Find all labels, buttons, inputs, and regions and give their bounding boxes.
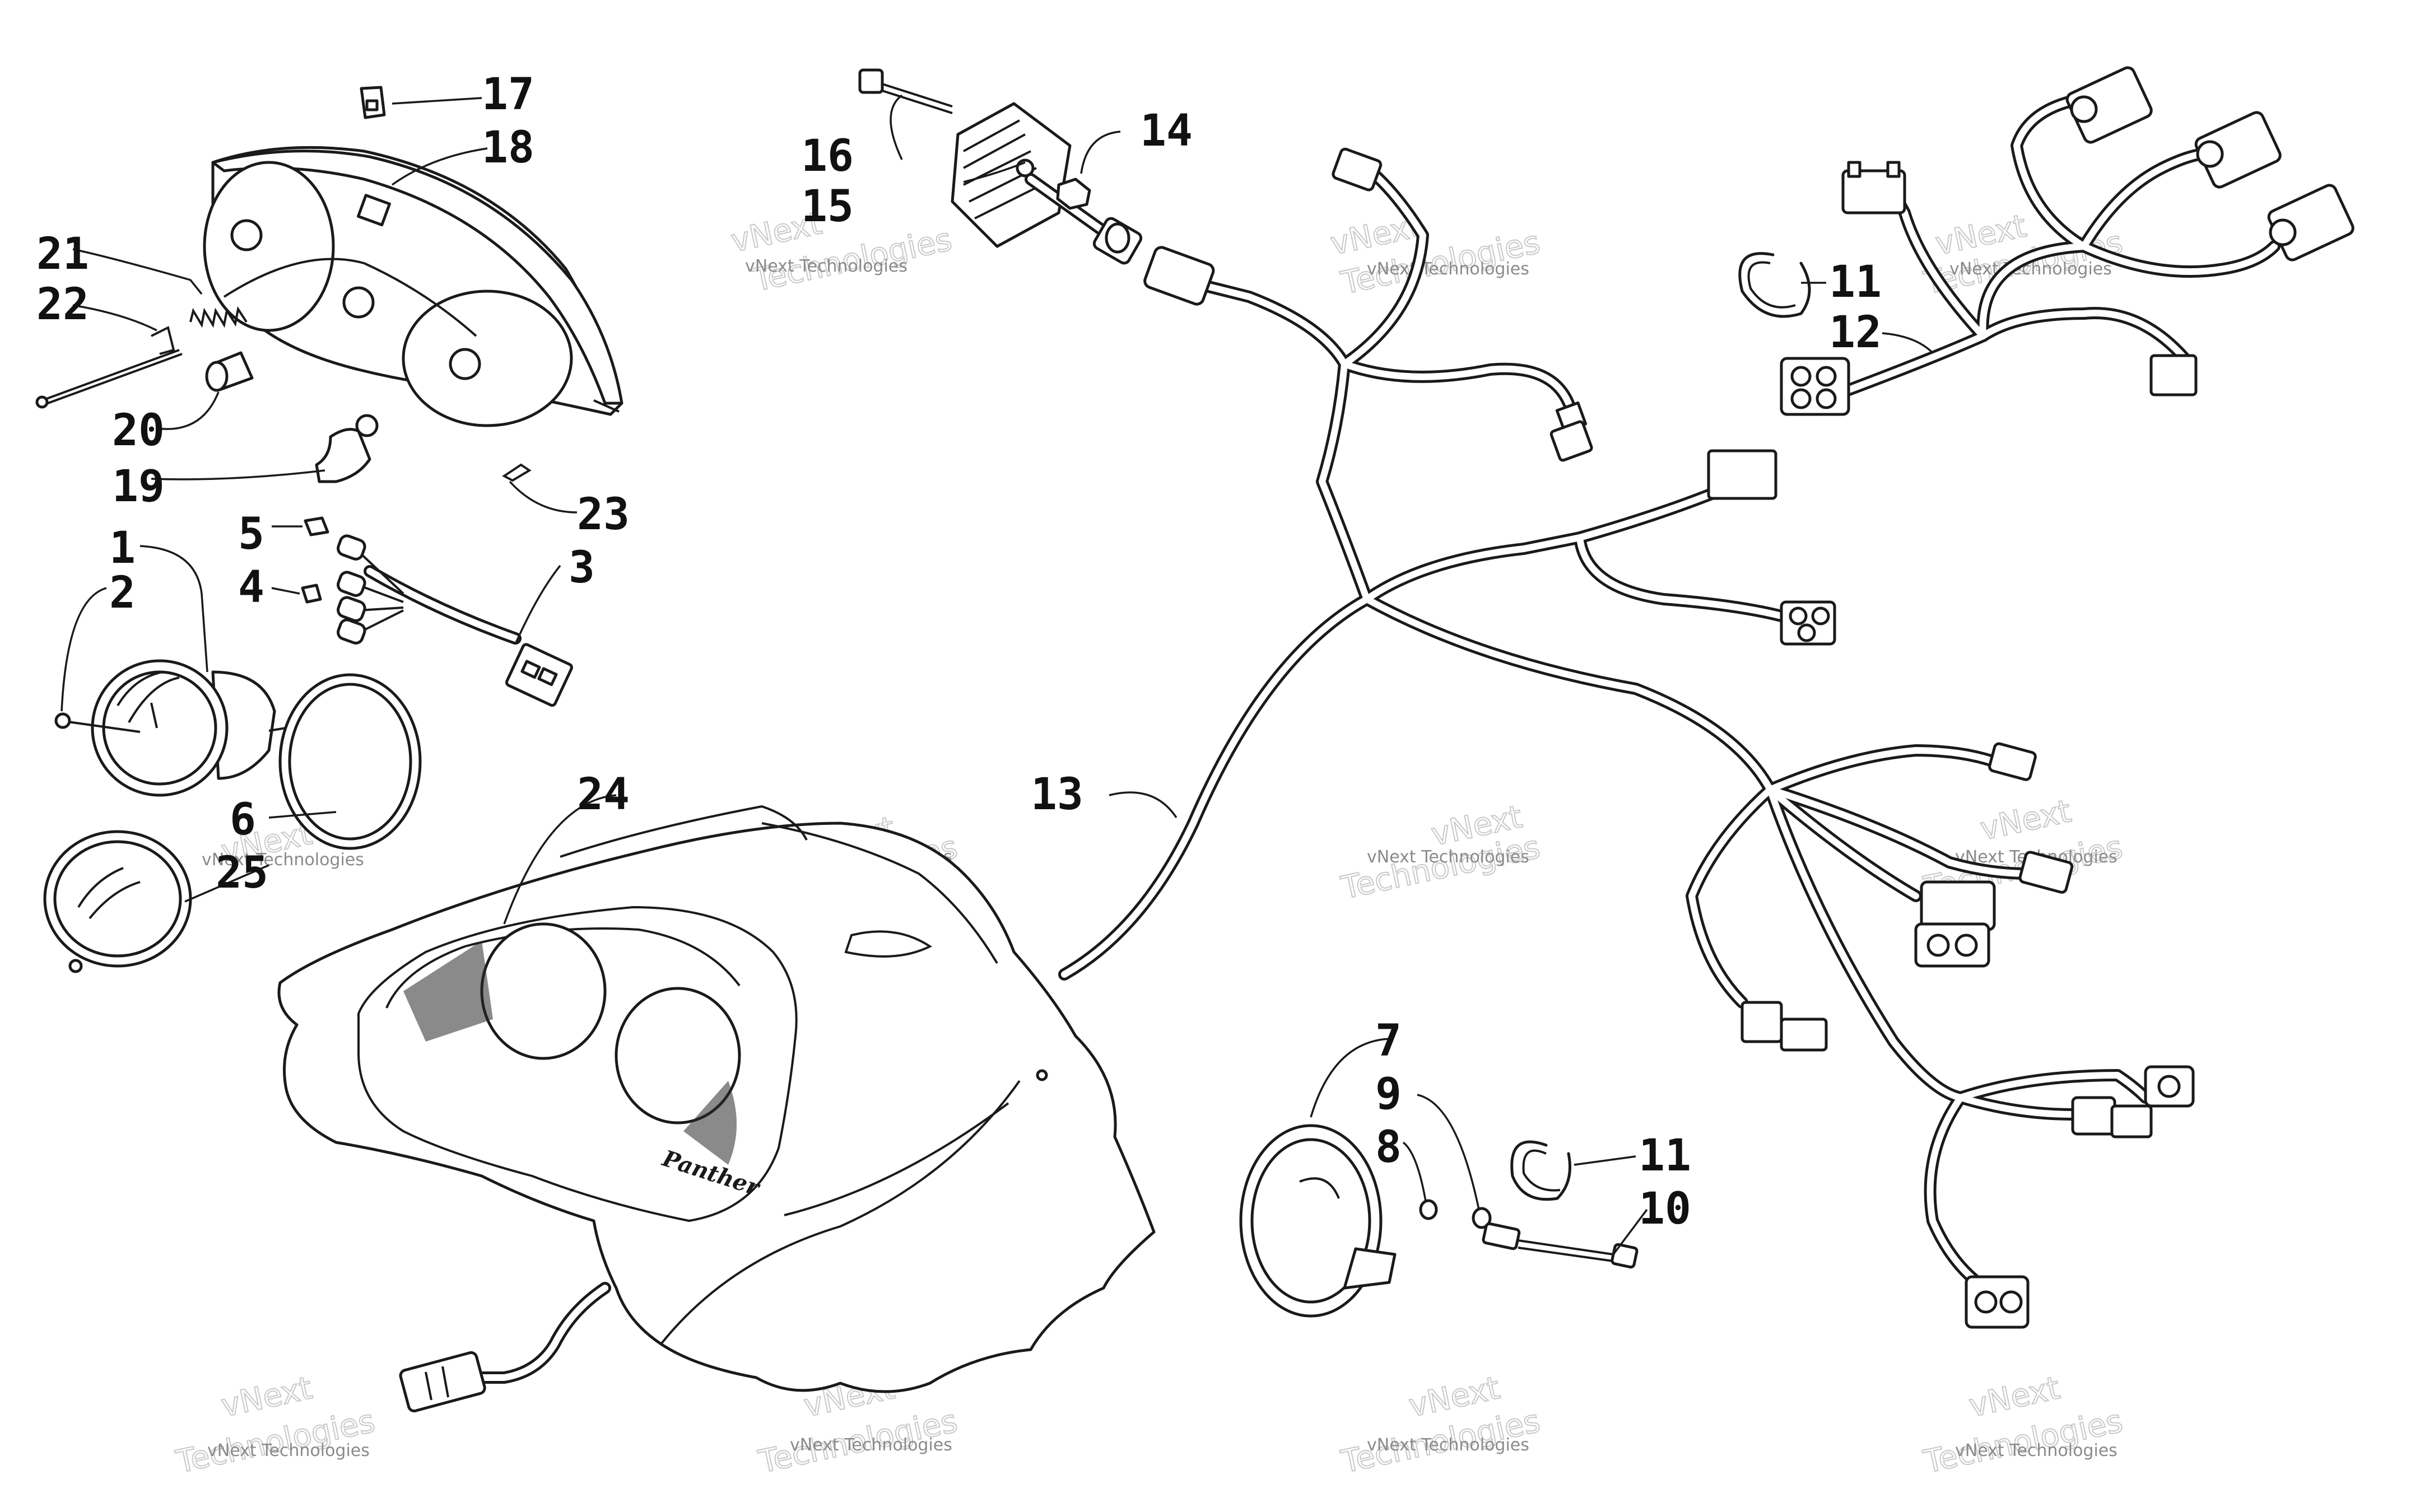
callout-4: 4: [238, 562, 264, 613]
leader-lines: [61, 94, 1934, 1256]
callout-1: 1: [109, 523, 136, 573]
callout-2: 2: [109, 568, 136, 618]
dash-console: Panther: [277, 805, 1156, 1393]
bulb-4: [301, 584, 322, 604]
watermark-11: vNext Technologies vNext Technologies: [1337, 1369, 1543, 1481]
callout-17: 17: [482, 69, 534, 120]
callout-25: 25: [216, 848, 268, 898]
svg-text:vNext Technologies: vNext Technologies: [790, 1435, 952, 1455]
callout-3: 3: [569, 543, 595, 593]
svg-text:vNext Technologies: vNext Technologies: [207, 1441, 370, 1460]
sub-harness: [1780, 66, 2354, 416]
callout-10: 10: [1639, 1184, 1691, 1234]
watermark-7: vNext Technologies vNext Technologies: [1337, 798, 1543, 907]
instrument-harness: [337, 534, 573, 707]
svg-text:vNext: vNext: [1977, 793, 2074, 848]
gauge-washer: [1419, 1199, 1438, 1220]
callout-7: 7: [1375, 1016, 1402, 1066]
tachometer-gauge: [43, 830, 192, 973]
watermark-2: vNext Technologies vNext Technologies: [1327, 207, 1543, 302]
callout-19: 19: [112, 461, 165, 512]
callout-20: 20: [112, 405, 165, 456]
regulator-nut: [1056, 178, 1091, 210]
callout-22: 22: [36, 279, 89, 330]
gauge-gasket: [278, 673, 422, 850]
callout-11-upper: 11: [1829, 257, 1882, 307]
mounting-clip: [360, 86, 386, 119]
lower-gauge-bezel: [1239, 1124, 1397, 1318]
gauge-pin: [54, 712, 141, 733]
voltage-regulator: [951, 102, 1143, 265]
callout-15: 15: [801, 181, 854, 232]
callout-24: 24: [577, 769, 630, 820]
headlight-assembly: [203, 146, 623, 427]
callout-9: 9: [1375, 1069, 1402, 1119]
callout-23: 23: [577, 489, 630, 540]
bulb-socket-elbow: [315, 414, 379, 483]
callout-14: 14: [1140, 106, 1193, 156]
svg-text:vNext Technologies: vNext Technologies: [1367, 259, 1529, 279]
callout-21: 21: [36, 229, 89, 279]
callout-8: 8: [1375, 1122, 1402, 1173]
svg-text:vNext Technologies: vNext Technologies: [1367, 1435, 1529, 1455]
svg-text:vNext Technologies: vNext Technologies: [202, 850, 364, 870]
speedometer-gauge: [91, 659, 286, 797]
svg-text:vNext: vNext: [1966, 1370, 2063, 1425]
clip-23: [502, 463, 532, 482]
watermark-12: vNext Technologies vNext Technologies: [1920, 1369, 2126, 1481]
callout-12: 12: [1829, 307, 1882, 358]
callout-labels: 17 18 21 22 20 19 23 5 1 3 2 4 6 25 24 1…: [36, 69, 1882, 1234]
console-pigtail: [399, 1282, 611, 1413]
callout-13: 13: [1031, 769, 1083, 820]
adjuster-spring: [189, 306, 248, 328]
svg-text:vNext Technologies: vNext Technologies: [1955, 1441, 2118, 1460]
speedo-cable: [1482, 1222, 1639, 1269]
watermark-9: vNext Technologies vNext Technologies: [172, 1369, 378, 1481]
bulb-5: [304, 516, 329, 536]
svg-text:vNext Technologies: vNext Technologies: [745, 256, 908, 276]
cable-tie-clamp: [1738, 252, 1811, 318]
adjuster-screw: [35, 326, 183, 409]
callout-11-lower: 11: [1639, 1131, 1691, 1181]
svg-text:vNext Technologies: vNext Technologies: [1367, 847, 1529, 867]
main-wiring-harness: [1058, 147, 2195, 1329]
callout-18: 18: [482, 123, 534, 173]
bulb-socket-small: [205, 351, 254, 392]
regulator-bolt: [858, 68, 953, 114]
callout-6: 6: [230, 795, 256, 845]
svg-text:vNext: vNext: [218, 1370, 315, 1425]
callout-5: 5: [238, 509, 264, 559]
gauge-nut: [1472, 1207, 1492, 1229]
gauge-clamp: [1510, 1140, 1571, 1201]
callout-16: 16: [801, 131, 854, 181]
